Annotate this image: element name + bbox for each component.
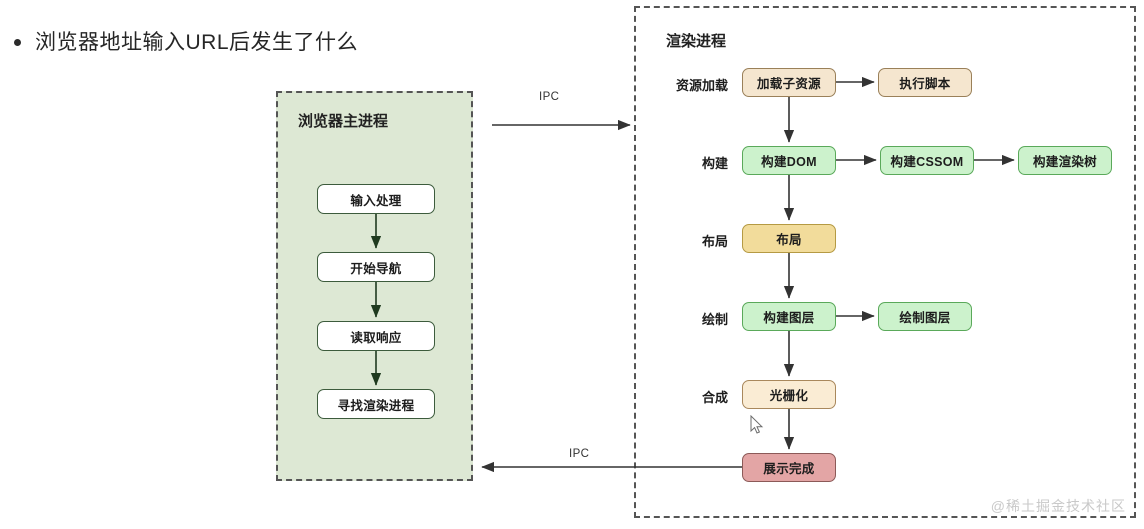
row-label-resource-loading: 资源加载 [675,78,728,93]
node-label: 读取响应 [350,330,402,345]
row-label-construct: 构建 [701,156,728,171]
ipc-label-top: IPC [539,91,560,103]
node-build-dom[interactable]: 构建DOM [742,146,836,175]
node-display-complete[interactable]: 展示完成 [742,453,836,482]
node-start-navigation[interactable]: 开始导航 [317,252,435,282]
node-label: 寻找渲染进程 [337,398,415,413]
node-paint-layers[interactable]: 绘制图层 [878,302,972,331]
page-title: 浏览器地址输入URL后发生了什么 [14,32,358,53]
node-input-handling[interactable]: 输入处理 [317,184,435,214]
node-build-render-tree[interactable]: 构建渲染树 [1018,146,1112,175]
node-label: 光栅化 [769,389,809,403]
mouse-cursor-icon [750,415,764,434]
node-label: 绘制图层 [899,311,951,325]
node-label: 构建DOM [761,155,817,169]
row-label-composite: 合成 [701,390,728,405]
node-build-cssom[interactable]: 构建CSSOM [880,146,974,175]
node-label: 展示完成 [763,462,815,476]
node-label: 布局 [776,233,802,247]
watermark: @稀土掘金技术社区 [990,498,1126,514]
node-layout[interactable]: 布局 [742,224,836,253]
node-rasterize[interactable]: 光栅化 [742,380,836,409]
node-label: 开始导航 [350,261,402,276]
page-title-text: 浏览器地址输入URL后发生了什么 [35,31,359,54]
node-label: 加载子资源 [756,77,821,91]
row-label-layout: 布局 [701,234,728,249]
row-label-paint: 绘制 [701,312,728,327]
render-process-title: 渲染进程 [666,33,727,50]
node-build-layers[interactable]: 构建图层 [742,302,836,331]
node-label: 执行脚本 [899,77,951,91]
node-execute-script[interactable]: 执行脚本 [878,68,972,97]
node-label: 构建渲染树 [1032,155,1097,169]
node-label: 构建CSSOM [890,155,964,169]
node-read-response[interactable]: 读取响应 [317,321,435,351]
ipc-label-bottom: IPC [569,448,590,460]
browser-process-title: 浏览器主进程 [298,113,389,130]
node-label: 输入处理 [350,193,402,208]
node-find-render-process[interactable]: 寻找渲染进程 [317,389,435,419]
bullet-icon [14,39,21,46]
node-load-subresources[interactable]: 加载子资源 [742,68,836,97]
node-label: 构建图层 [763,311,815,325]
browser-process-panel: 浏览器主进程 [276,91,473,481]
